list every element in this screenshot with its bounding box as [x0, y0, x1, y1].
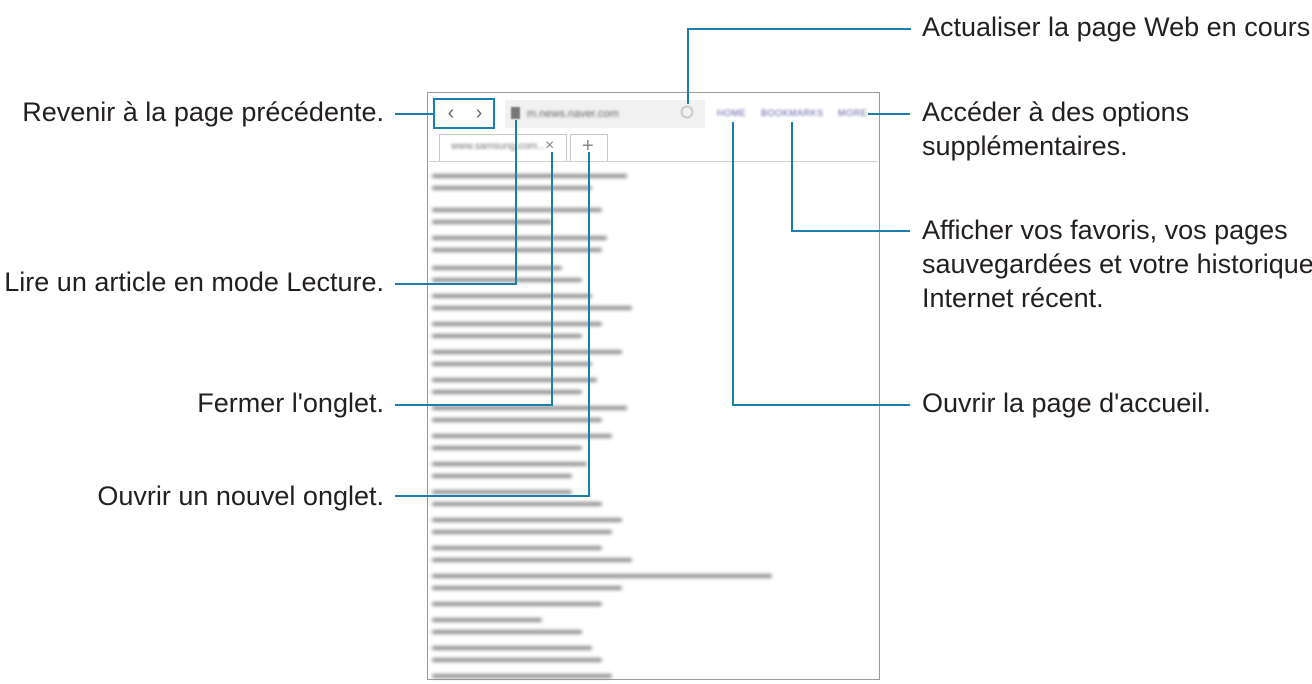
- refresh-icon[interactable]: [681, 106, 693, 118]
- more-button[interactable]: MORE: [838, 108, 867, 118]
- leader-bookmarks-h: [791, 230, 910, 232]
- blurred-text-line: [432, 658, 602, 662]
- leader-close-v: [551, 152, 553, 405]
- blurred-text-line: [432, 350, 622, 354]
- page-content: [430, 170, 870, 680]
- blurred-text-line: [432, 502, 602, 506]
- reader-mode-icon[interactable]: [511, 107, 520, 119]
- blurred-text-line: [432, 378, 597, 382]
- blurred-text-line: [432, 618, 542, 622]
- tab-divider: [429, 161, 878, 162]
- blurred-text-line: [432, 474, 572, 478]
- bookmarks-button[interactable]: BOOKMARKS: [761, 108, 824, 118]
- back-button[interactable]: ‹: [447, 102, 455, 124]
- annotation-close-tab: Fermer l'onglet.: [197, 388, 384, 418]
- blurred-text-line: [432, 574, 772, 578]
- leader-refresh-h: [687, 28, 911, 30]
- blurred-text-line: [432, 322, 602, 326]
- blurred-text-line: [432, 546, 602, 550]
- blurred-text-line: [432, 306, 632, 310]
- blurred-text-line: [432, 518, 622, 522]
- blurred-text-line: [432, 530, 612, 534]
- blurred-text-line: [432, 558, 632, 562]
- blurred-text-line: [432, 278, 582, 282]
- leader-home-h: [732, 404, 910, 406]
- leader-bookmarks-v: [791, 122, 793, 231]
- blurred-text-line: [432, 646, 592, 650]
- leader-refresh-v: [687, 28, 689, 104]
- new-tab-button[interactable]: [570, 134, 608, 162]
- plus-icon[interactable]: +: [582, 135, 594, 157]
- blurred-text-line: [432, 418, 602, 422]
- annotation-bookmarks-line1: Afficher vos favoris, vos pages: [922, 215, 1288, 245]
- blurred-text-line: [432, 390, 582, 394]
- browser-screenshot: [427, 92, 880, 680]
- blurred-text-line: [432, 602, 602, 606]
- blurred-text-line: [432, 334, 582, 338]
- blurred-text-line: [432, 406, 627, 410]
- nav-highlight: [433, 98, 495, 129]
- leader-reader-h: [395, 283, 517, 285]
- blurred-text-line: [432, 236, 607, 240]
- close-tab-icon[interactable]: ×: [545, 137, 555, 154]
- url-text: m.news.naver.com: [527, 108, 619, 120]
- annotation-refresh: Actualiser la page Web en cours.: [922, 12, 1312, 42]
- leader-home-v: [732, 122, 734, 405]
- blurred-text-line: [432, 174, 627, 178]
- annotation-reader: Lire un article en mode Lecture.: [4, 267, 384, 297]
- blurred-text-line: [432, 220, 552, 224]
- home-button[interactable]: HOME: [717, 108, 746, 118]
- blurred-text-line: [432, 208, 602, 212]
- leader-newtab-h: [395, 495, 590, 497]
- annotation-more-line2: supplémentaires.: [922, 131, 1128, 161]
- tab-title: www.samsung.com...: [451, 141, 546, 152]
- annotation-back: Revenir à la page précédente.: [22, 97, 384, 127]
- annotation-bookmarks-line3: Internet récent.: [922, 283, 1104, 313]
- leader-reader-v: [515, 120, 517, 284]
- leader-close-h: [395, 404, 553, 406]
- leader-newtab-v: [588, 152, 590, 496]
- blurred-text-line: [432, 434, 612, 438]
- annotation-new-tab: Ouvrir un nouvel onglet.: [97, 481, 384, 511]
- annotation-more-line1: Accéder à des options: [922, 97, 1190, 127]
- forward-button[interactable]: ›: [475, 102, 483, 124]
- blurred-text-line: [432, 674, 612, 678]
- blurred-text-line: [432, 294, 592, 298]
- browser-tab[interactable]: [439, 134, 567, 162]
- leader-back: [395, 113, 433, 115]
- annotation-bookmarks-line2: sauvegardées et votre historique: [922, 249, 1312, 279]
- leader-more: [868, 113, 910, 115]
- blurred-text-line: [432, 362, 592, 366]
- blurred-text-line: [432, 630, 582, 634]
- blurred-text-line: [432, 446, 582, 450]
- blurred-text-line: [432, 586, 622, 590]
- address-bar[interactable]: [505, 100, 705, 128]
- blurred-text-line: [432, 248, 602, 252]
- blurred-text-line: [432, 266, 562, 270]
- blurred-text-line: [432, 462, 587, 466]
- blurred-text-line: [432, 490, 572, 494]
- annotation-home: Ouvrir la page d'accueil.: [922, 388, 1211, 418]
- blurred-text-line: [432, 186, 592, 190]
